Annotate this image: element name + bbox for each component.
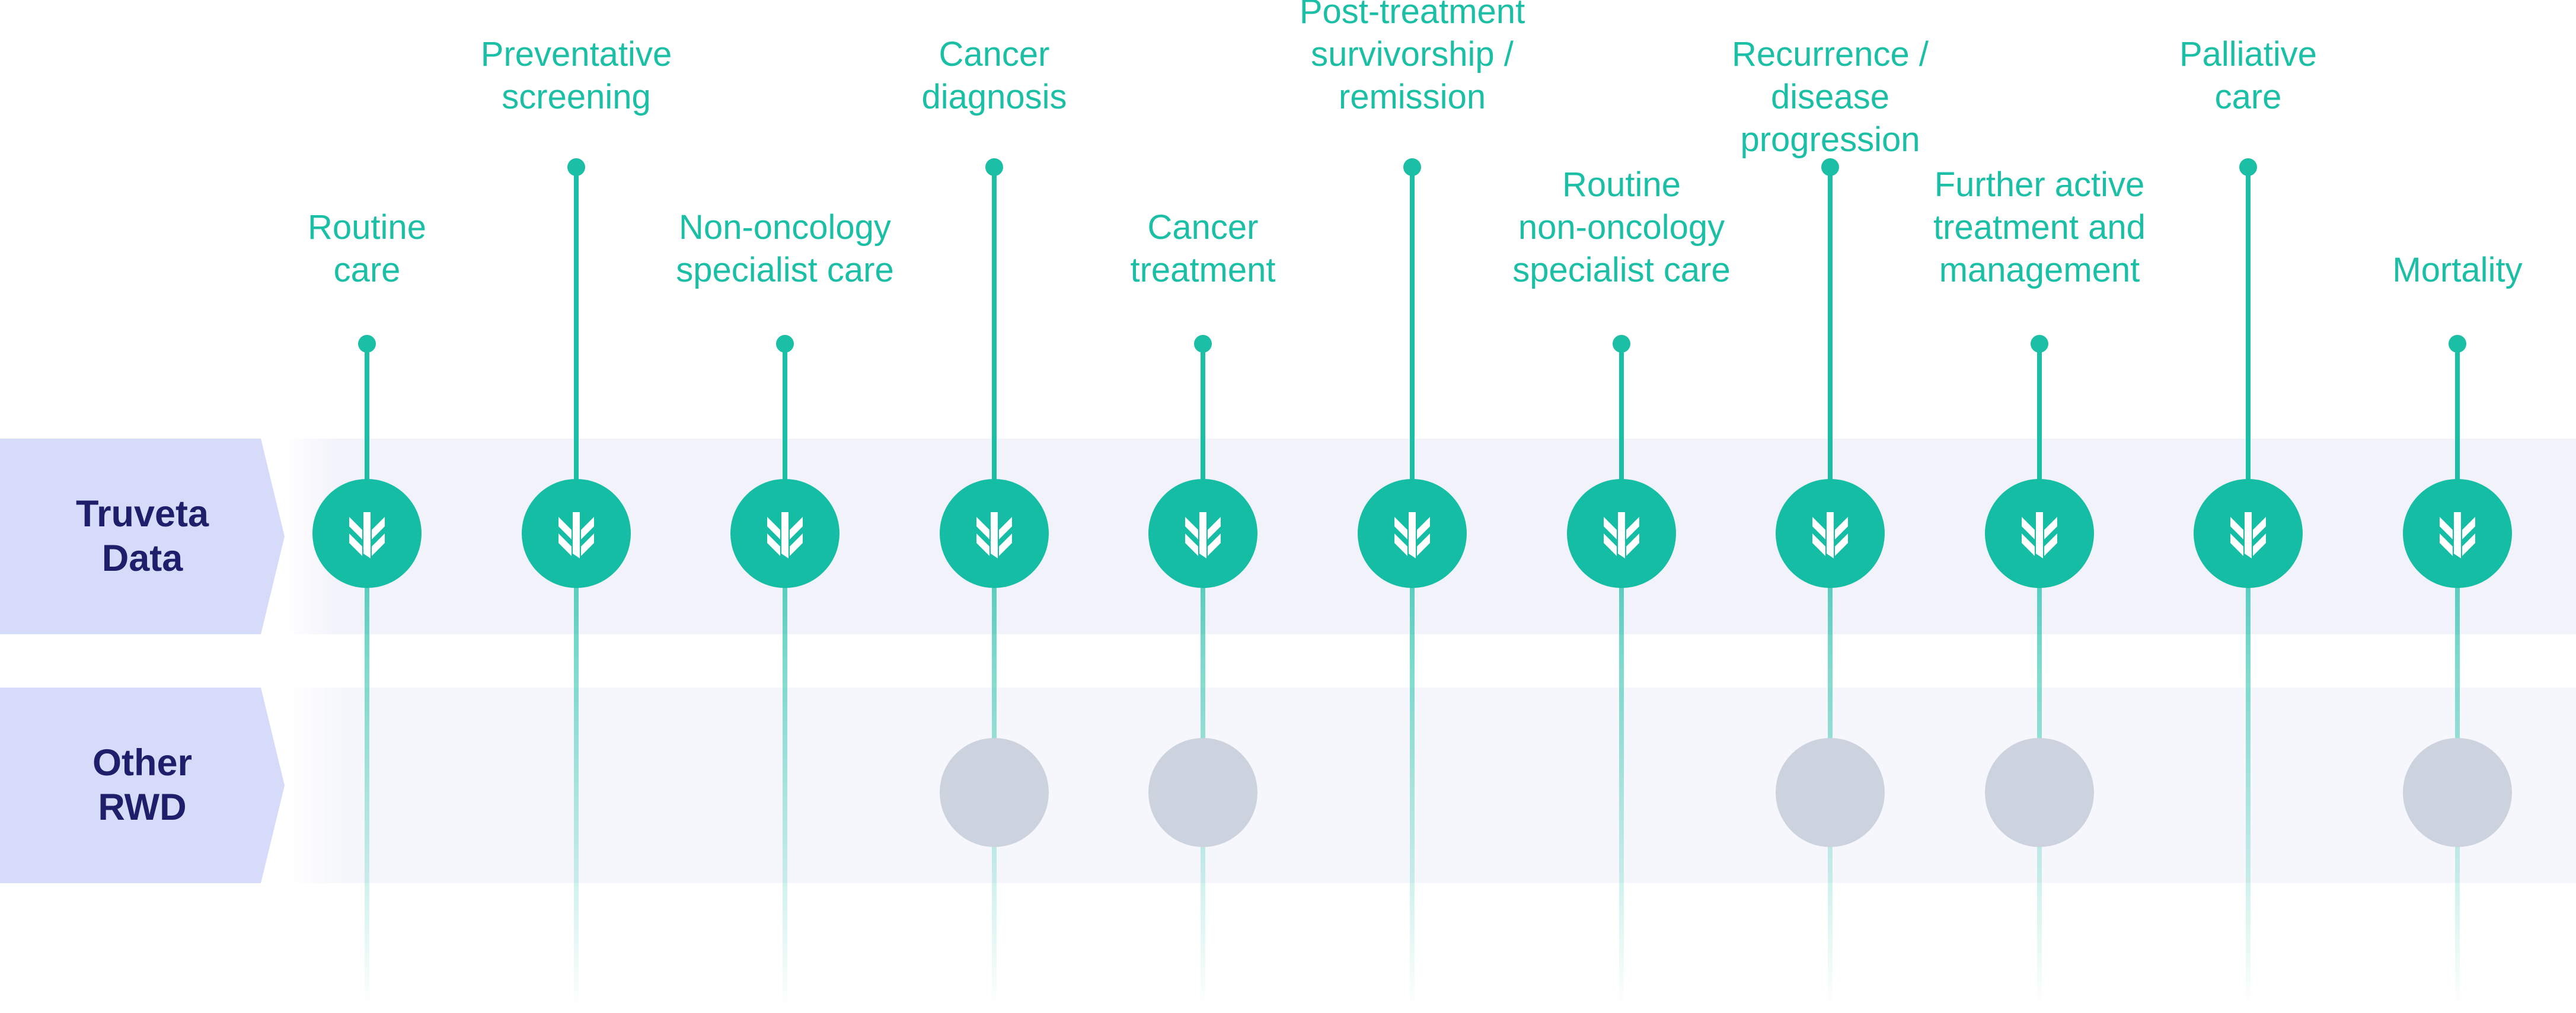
- stage-label-non-oncology-specialist-care: Non-oncology specialist care: [676, 208, 894, 289]
- stage-connector: [1828, 167, 1833, 533]
- stage-connector: [2037, 344, 2042, 533]
- truveta-coverage-circle: [312, 479, 422, 588]
- truveta-logo-icon: [2230, 512, 2266, 558]
- other-rwd-coverage-circle: [1148, 738, 1257, 847]
- stage-connector: [1619, 344, 1624, 533]
- truveta-coverage-circle: [1776, 479, 1885, 588]
- row-tag-truveta-data: Truveta Data: [0, 439, 285, 634]
- stage-connector: [783, 344, 787, 533]
- truveta-logo-icon: [558, 512, 594, 558]
- stage-connector: [365, 344, 369, 533]
- stage-label-cancer-diagnosis: Cancer diagnosis: [921, 35, 1067, 116]
- other-rwd-coverage-circle: [1985, 738, 2094, 847]
- stage-connector-fade: [783, 533, 787, 1008]
- truveta-coverage-circle: [1567, 479, 1676, 588]
- stage-connector-fade: [1619, 533, 1624, 1008]
- truveta-logo-icon: [349, 512, 385, 558]
- truveta-logo-icon: [1604, 512, 1639, 558]
- truveta-logo-icon: [1185, 512, 1221, 558]
- stage-dot: [1821, 158, 1839, 176]
- stage-dot: [1403, 158, 1421, 176]
- row-label-truveta-data: Truveta Data: [75, 493, 209, 579]
- stage-connector-fade: [365, 533, 369, 1008]
- row-label-other-rwd: Other RWD: [92, 742, 193, 828]
- stage-connector: [574, 167, 579, 533]
- stage-connector: [1410, 167, 1415, 533]
- other-rwd-coverage-circle: [2403, 738, 2512, 847]
- truveta-logo-icon: [1394, 512, 1430, 558]
- other-rwd-coverage-circle: [940, 738, 1049, 847]
- stage-label-preventative-screening: Preventative screening: [480, 35, 672, 116]
- stage-dot: [2031, 335, 2048, 353]
- stage-label-further-active-treatment-and-management: Further active treatment and management: [1933, 165, 2146, 289]
- stage-label-mortality: Mortality: [2392, 251, 2523, 289]
- stage-label-palliative-care: Palliative care: [2179, 35, 2318, 116]
- stage-connector: [2455, 344, 2460, 533]
- truveta-logo-icon: [2022, 512, 2057, 558]
- stage-label-routine-non-oncology-specialist-care: Routine non-oncology specialist care: [1512, 165, 1731, 289]
- truveta-logo-icon: [2440, 512, 2475, 558]
- truveta-logo-icon: [976, 512, 1012, 558]
- truveta-logo-icon: [767, 512, 803, 558]
- other-rwd-coverage-circle: [1776, 738, 1885, 847]
- stage-label-cancer-treatment: Cancer treatment: [1130, 208, 1276, 289]
- stage-dot: [1194, 335, 1212, 353]
- truveta-coverage-circle: [730, 479, 839, 588]
- stage-label-recurrence-disease-progression: Recurrence / disease progression: [1731, 35, 1929, 159]
- stage-dot: [2449, 335, 2466, 353]
- stage-label-post-treatment-survivorship-remission: Post-treatment survivorship / remission: [1299, 0, 1525, 116]
- stage-dot: [567, 158, 585, 176]
- truveta-coverage-circle: [1985, 479, 2094, 588]
- stage-dot: [985, 158, 1003, 176]
- truveta-coverage-circle: [522, 479, 631, 588]
- stage-connector: [1201, 344, 1205, 533]
- truveta-logo-icon: [1812, 512, 1848, 558]
- stage-dot: [776, 335, 794, 353]
- stage-dot: [1613, 335, 1630, 353]
- row-tag-other-rwd: Other RWD: [0, 688, 285, 883]
- stage-label-routine-care: Routine care: [308, 208, 426, 289]
- stage-connector-fade: [574, 533, 579, 1008]
- truveta-coverage-circle: [2194, 479, 2303, 588]
- truveta-coverage-circle: [940, 479, 1049, 588]
- truveta-coverage-circle: [1148, 479, 1257, 588]
- other-rwd-band: [285, 688, 2576, 883]
- stage-connector: [992, 167, 997, 533]
- truveta-coverage-circle: [2403, 479, 2512, 588]
- stage-dot: [358, 335, 376, 353]
- stage-connector-fade: [2246, 533, 2251, 1008]
- stage-dot: [2239, 158, 2257, 176]
- truveta-coverage-circle: [1358, 479, 1467, 588]
- stage-connector: [2246, 167, 2251, 533]
- stage-connector-fade: [1410, 533, 1415, 1008]
